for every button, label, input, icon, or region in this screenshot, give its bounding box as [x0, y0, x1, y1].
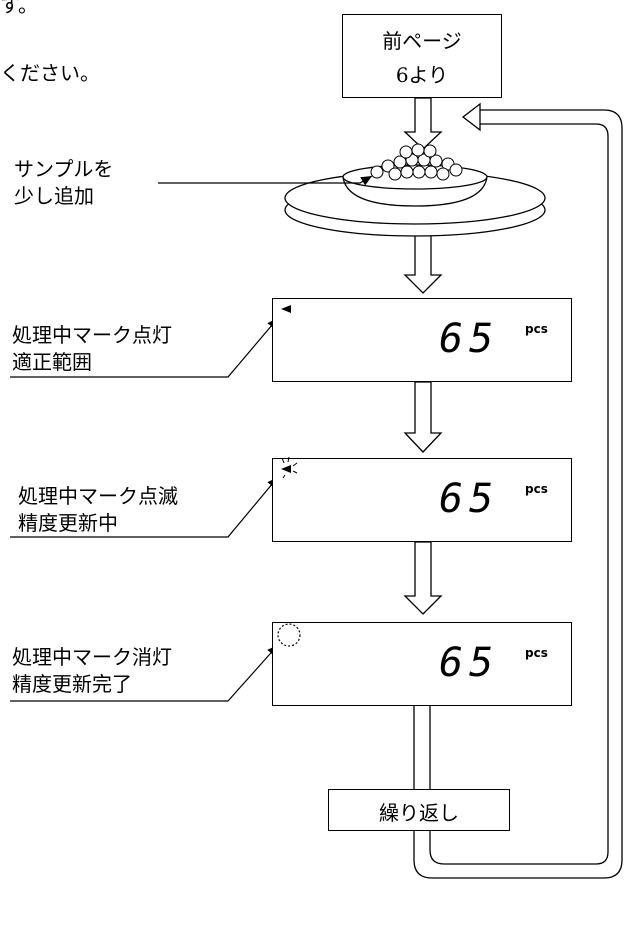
display3-label-line1: 処理中マーク消灯 [12, 645, 172, 669]
display2-value: 65 [439, 476, 500, 522]
repeat-label: 繰り返し [379, 801, 459, 825]
previous-page-box: 前ページ 6より [342, 14, 502, 98]
display2-label-line2: 精度更新中 [18, 511, 118, 535]
down-arrow-4 [403, 541, 443, 615]
display3-unit: pcs [525, 646, 548, 660]
return-loop [413, 109, 623, 879]
sample-beads-icon [370, 143, 463, 181]
sample-label-line2: 少し追加 [14, 184, 94, 208]
display1-leader-line [10, 317, 279, 378]
display2-unit: pcs [525, 482, 548, 496]
display3-value: 65 [439, 640, 500, 686]
display3-leader-line [10, 644, 279, 702]
down-arrow-3 [403, 381, 443, 453]
repeat-box: 繰り返し [328, 789, 510, 831]
display1-unit: pcs [525, 322, 548, 336]
processing-mark-blinking-icon [281, 457, 298, 479]
scale-platter-icon [284, 164, 546, 237]
header-fragment-2: ください。 [0, 61, 100, 85]
display-panel-2: 65 pcs [272, 457, 572, 542]
display3-label-line2: 精度更新完了 [12, 672, 132, 696]
processing-mark-on-icon [281, 305, 291, 313]
display1-label-line1: 処理中マーク点灯 [12, 323, 172, 347]
sample-leader-line [158, 175, 373, 186]
display1-value: 65 [439, 316, 500, 362]
display2-leader-line [10, 476, 279, 538]
header-fragment-1: す。 [0, 0, 38, 17]
down-arrow-2 [403, 234, 443, 294]
display-panel-1: 65 pcs [272, 298, 572, 382]
down-arrow-1 [403, 97, 443, 150]
sample-label-line1: サンプルを [14, 157, 114, 181]
return-arrow-head [461, 102, 481, 132]
display-panel-3: 65 pcs [272, 622, 572, 706]
processing-mark-off-icon [277, 623, 301, 647]
display2-label-line1: 処理中マーク点滅 [18, 484, 178, 508]
previous-page-line1: 前ページ [382, 29, 462, 53]
previous-page-line2: 6より [395, 63, 449, 87]
display1-label-line2: 適正範囲 [12, 350, 92, 374]
